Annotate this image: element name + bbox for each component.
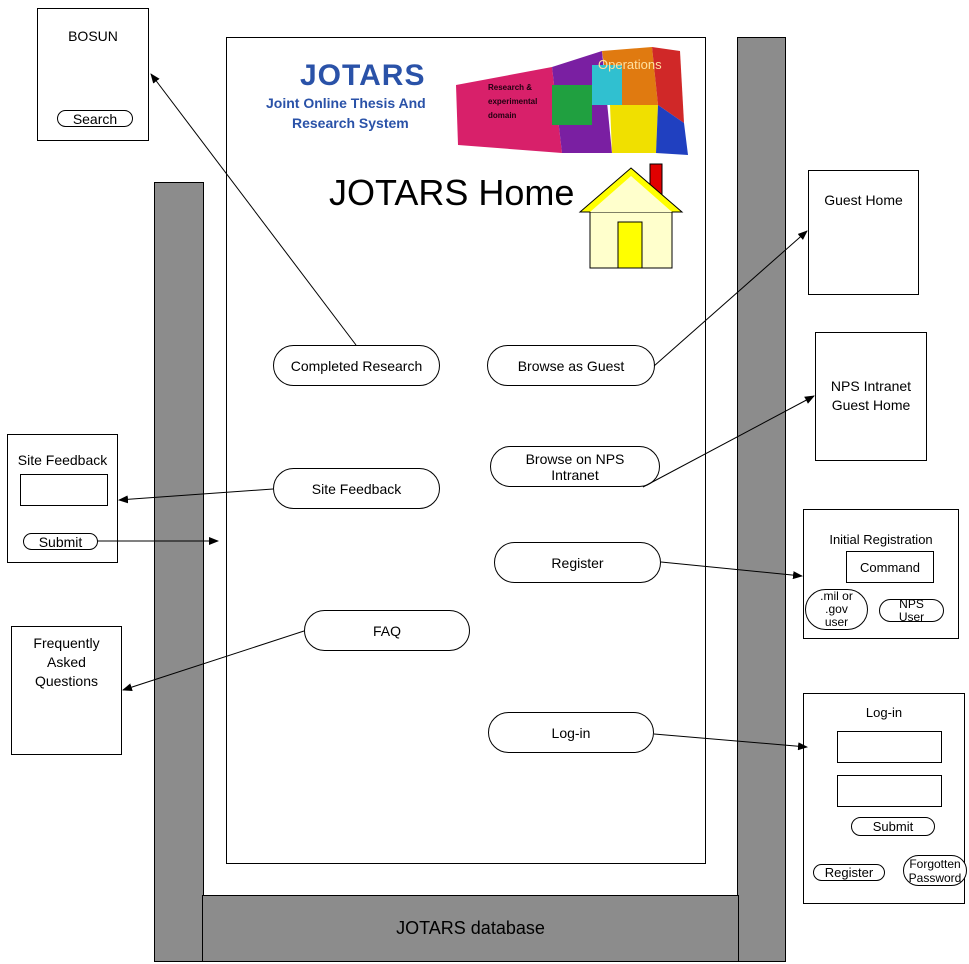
register-button[interactable]: Register (494, 542, 661, 583)
faq-title-1: Frequently (11, 635, 122, 652)
command-value: Command (860, 560, 920, 575)
login-title: Log-in (803, 704, 965, 721)
browse-nps-label-1: Browse on NPS (526, 451, 625, 467)
logo-line1: Joint Online Thesis And (266, 95, 426, 111)
site-feedback-title: Site Feedback (7, 452, 118, 469)
registration-title: Initial Registration (803, 531, 959, 548)
faq-label: FAQ (373, 623, 401, 639)
site-feedback-button[interactable]: Site Feedback (273, 468, 440, 509)
database-label: JOTARS database (396, 918, 545, 939)
nps-user-button[interactable]: NPS User (879, 599, 944, 622)
forgotten-password-button[interactable]: Forgotten Password (903, 855, 967, 886)
page-title: JOTARS Home (329, 172, 574, 214)
login-register-label: Register (825, 865, 873, 881)
nps-user-label-2: User (899, 611, 924, 624)
jotars-logo: JOTARS Joint Online Thesis And Research … (262, 45, 692, 165)
guest-home-title: Guest Home (808, 192, 919, 209)
guest-home-page (808, 170, 919, 295)
login-label: Log-in (552, 725, 591, 741)
completed-research-button[interactable]: Completed Research (273, 345, 440, 386)
login-submit-label: Submit (873, 819, 913, 835)
logo-line2: Research System (292, 115, 409, 131)
faq-title-2: Asked (11, 654, 122, 671)
password-input[interactable] (837, 775, 942, 807)
feedback-submit-button[interactable]: Submit (23, 533, 98, 550)
browse-nps-intranet-button[interactable]: Browse on NPS Intranet (490, 446, 660, 487)
puzzle-left-text-2: experimental (488, 97, 537, 106)
mil-gov-label-3: user (825, 616, 848, 629)
database-block: JOTARS database (202, 895, 739, 962)
nps-intranet-title-1: NPS Intranet (815, 378, 927, 395)
register-label: Register (551, 555, 603, 571)
bosun-title: BOSUN (37, 28, 149, 45)
command-field[interactable]: Command (846, 551, 934, 583)
mil-gov-user-button[interactable]: .mil or .gov user (805, 589, 868, 630)
forgotten-label-1: Forgotten (909, 857, 960, 871)
login-register-button[interactable]: Register (813, 864, 885, 881)
house-icon (578, 160, 684, 272)
puzzle-left-text-1: Research & (488, 83, 532, 92)
site-feedback-label: Site Feedback (312, 481, 402, 497)
login-submit-button[interactable]: Submit (851, 817, 935, 836)
logo-wordmark: JOTARS (300, 59, 425, 93)
feedback-input[interactable] (20, 474, 108, 506)
forgotten-label-2: Password (909, 871, 962, 885)
bosun-search-label: Search (73, 111, 117, 127)
feedback-submit-label: Submit (39, 534, 83, 550)
nps-intranet-title-2: Guest Home (815, 397, 927, 414)
puzzle-top-text: Operations (598, 57, 662, 72)
username-input[interactable] (837, 731, 942, 763)
frame-right-pillar (737, 37, 786, 962)
browse-nps-label-2: Intranet (551, 467, 598, 483)
completed-research-label: Completed Research (291, 358, 423, 374)
browse-as-guest-button[interactable]: Browse as Guest (487, 345, 655, 386)
browse-as-guest-label: Browse as Guest (518, 358, 625, 374)
faq-button[interactable]: FAQ (304, 610, 470, 651)
frame-left-pillar (154, 182, 204, 962)
puzzle-left-text-3: domain (488, 111, 516, 120)
bosun-search-button[interactable]: Search (57, 110, 133, 127)
login-button[interactable]: Log-in (488, 712, 654, 753)
nps-user-label-1: NPS (899, 598, 924, 611)
faq-title-3: Questions (11, 673, 122, 690)
